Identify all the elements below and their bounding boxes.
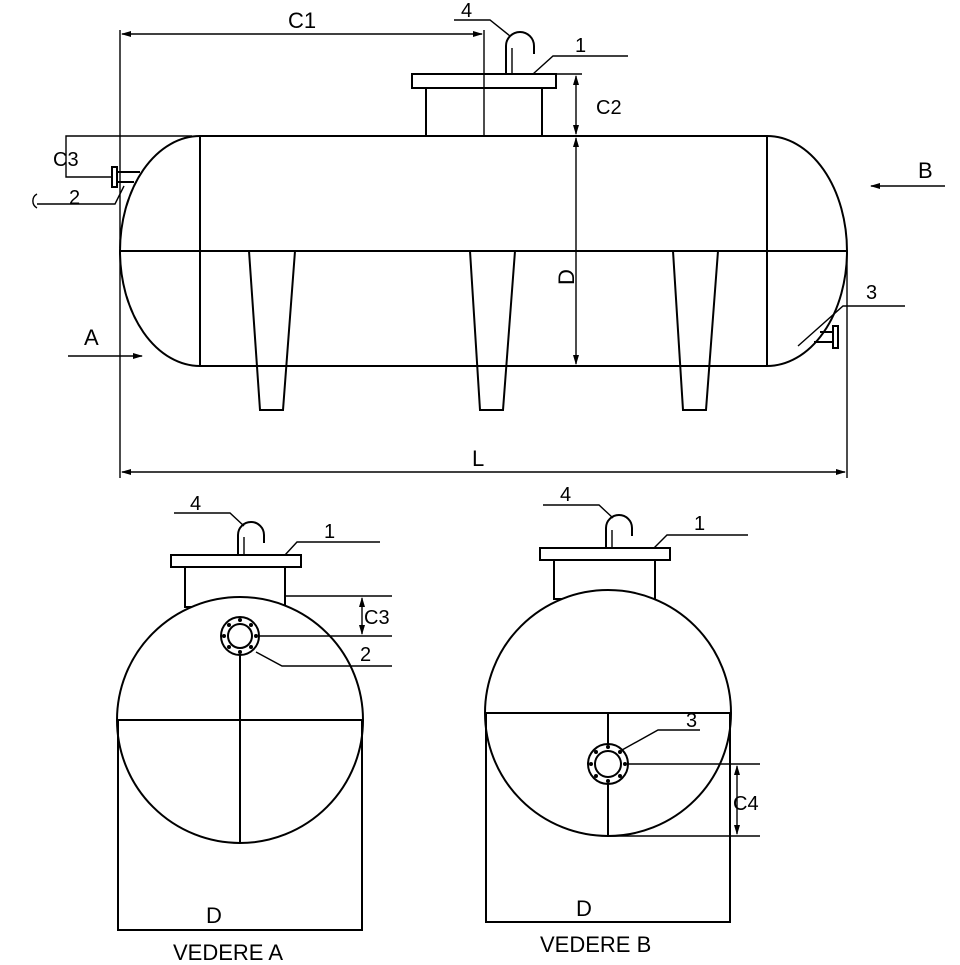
view-b-saddle: [485, 713, 731, 923]
view-label-a: A: [84, 325, 99, 350]
view-a: D C3 2 1 4 VEDERE A: [116, 493, 392, 965]
view-a-leader-1: [284, 541, 380, 556]
side-view: C1 C2 D C3 2 3 1 4 L A B: [32, 0, 945, 478]
d-label-side: D: [554, 269, 579, 285]
view-a-label-2: 2: [360, 644, 371, 666]
view-b-label-3: 3: [686, 710, 697, 732]
view-a-leader-2: [255, 651, 392, 667]
c3-label-side: C3: [53, 149, 79, 171]
leader-4-side: [454, 19, 511, 37]
label-4-side: 4: [461, 0, 472, 22]
view-b-leader-3: [621, 729, 700, 751]
label-2-side: 2: [69, 187, 80, 209]
view-a-label-4: 4: [190, 493, 201, 515]
view-a-nozzle-2-bore: [227, 623, 253, 649]
view-b-leader-1: [653, 534, 748, 549]
view-b: D C4 3 1 4 VEDERE B: [484, 484, 760, 957]
leader-1-side: [532, 55, 628, 75]
nozzle-3-flange: [832, 325, 839, 349]
view-a-saddle: [117, 720, 363, 931]
support-leg-right: [672, 250, 719, 411]
view-b-c4-label: C4: [733, 793, 759, 815]
l-label: L: [472, 446, 484, 471]
view-b-label-1: 1: [694, 513, 705, 535]
view-a-bolt-holes: [222, 618, 258, 654]
c3-bracket-side: [65, 135, 192, 178]
view-label-b: B: [918, 158, 933, 183]
view-a-leader-4: [174, 512, 245, 527]
view-a-vent-pipe: [237, 521, 265, 555]
view-b-nozzle-3-bore: [594, 750, 622, 778]
view-a-manhole-cover: [170, 554, 302, 568]
view-a-c3-label: C3: [364, 607, 390, 629]
view-b-vent-pipe: [605, 514, 633, 548]
view-a-label-1: 1: [324, 521, 335, 543]
support-leg-middle: [469, 250, 516, 411]
view-b-leader-4: [543, 504, 614, 519]
leader-3-side: [797, 305, 905, 347]
label-1-side: 1: [575, 35, 586, 57]
c2-label: C2: [596, 97, 622, 119]
view-a-d-label: D: [206, 903, 222, 928]
view-a-caption: VEDERE A: [173, 940, 283, 960]
leader-2-hook: [32, 193, 38, 209]
view-b-label-4: 4: [560, 484, 571, 506]
view-b-d-label: D: [576, 896, 592, 921]
vent-pipe: [505, 31, 535, 74]
view-b-bolt-holes: [589, 745, 627, 783]
view-b-caption: VEDERE B: [540, 932, 651, 957]
label-3-side: 3: [866, 282, 877, 304]
c1-label: C1: [288, 8, 316, 33]
support-leg-left: [248, 250, 296, 411]
nozzle-2-flange: [111, 166, 118, 188]
leader-2-side: [37, 185, 125, 205]
view-b-manhole-cover: [539, 547, 671, 561]
